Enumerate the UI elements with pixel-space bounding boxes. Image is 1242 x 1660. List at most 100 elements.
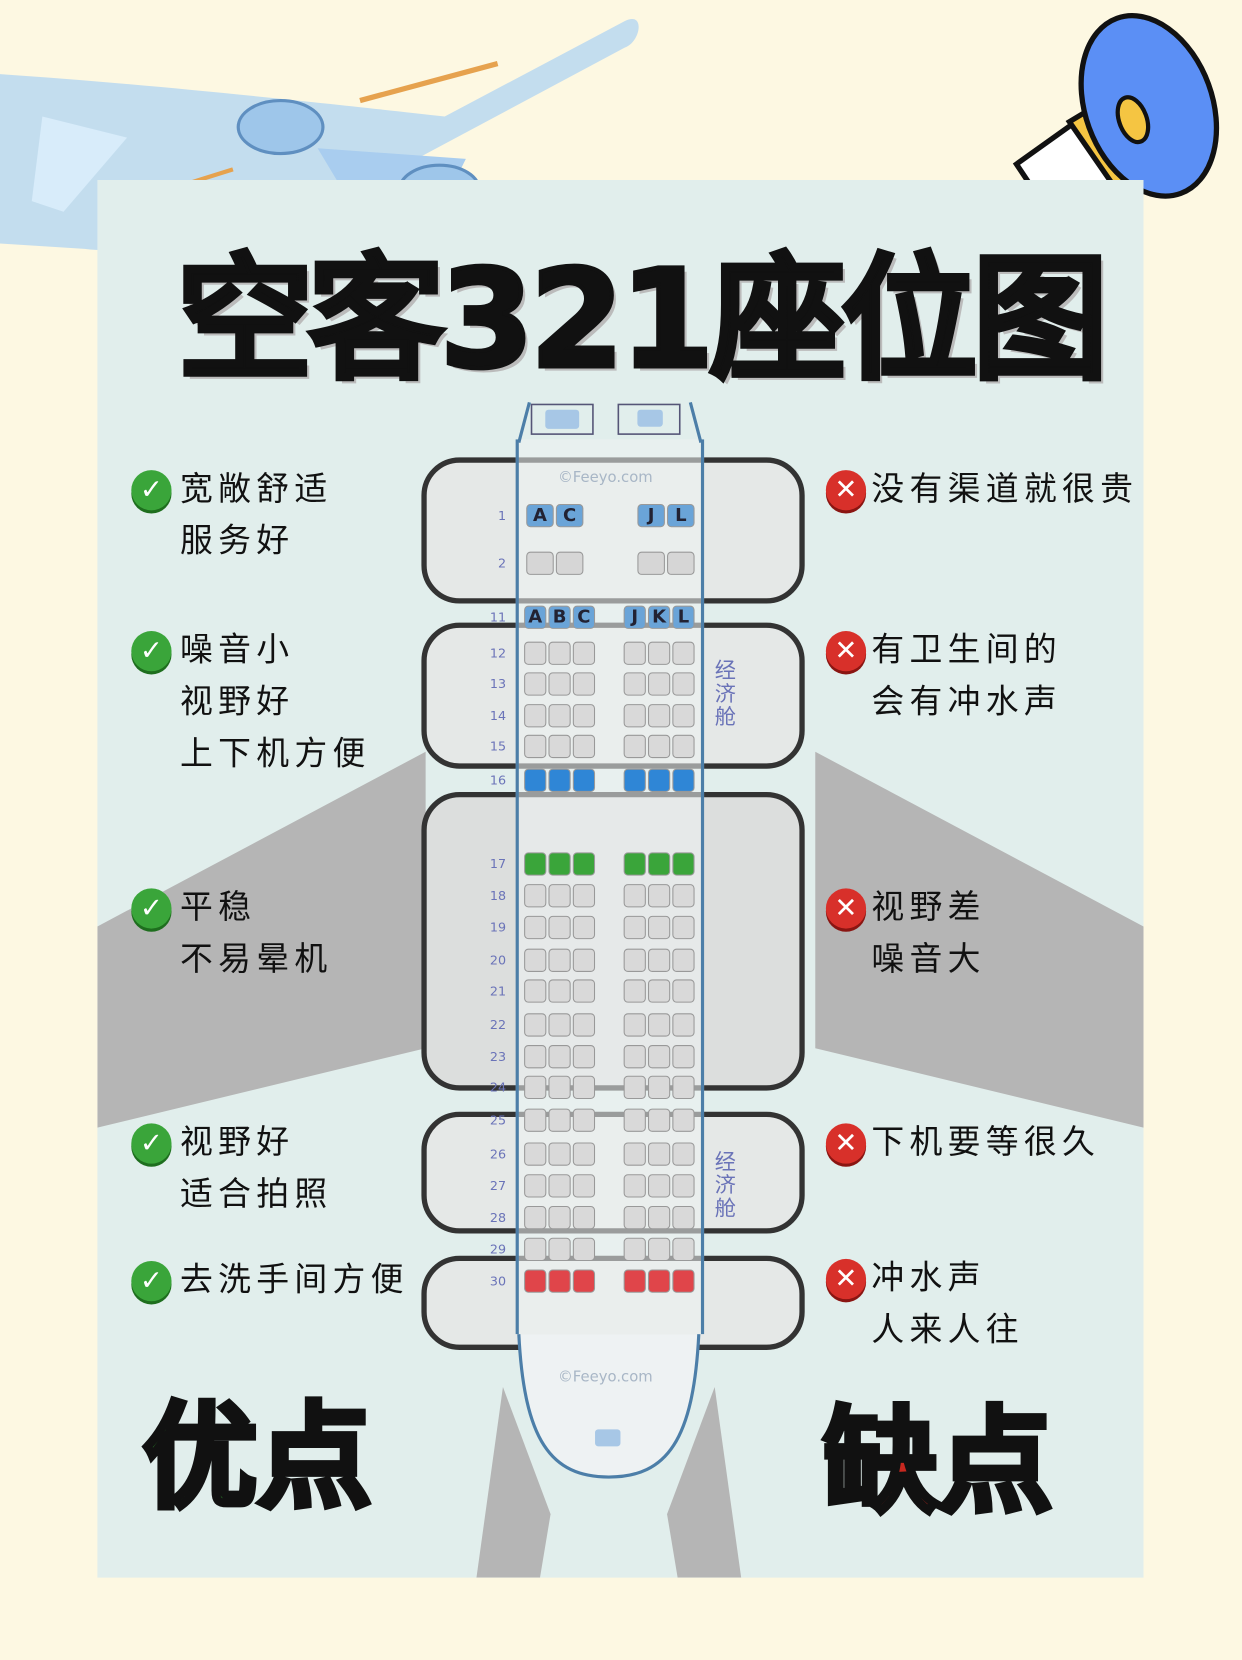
seat[interactable] — [672, 915, 695, 940]
seat[interactable] — [524, 1142, 547, 1166]
seat[interactable] — [623, 1142, 646, 1166]
seat[interactable] — [548, 1174, 571, 1198]
seat[interactable] — [572, 768, 596, 792]
seat[interactable] — [623, 1045, 646, 1069]
seat[interactable] — [647, 1142, 671, 1166]
seat[interactable] — [623, 1269, 646, 1293]
seat[interactable] — [548, 1205, 571, 1230]
seat[interactable] — [548, 1013, 571, 1037]
seat[interactable] — [672, 1142, 695, 1166]
seat[interactable] — [548, 768, 571, 792]
seat[interactable] — [623, 1013, 646, 1037]
seat[interactable] — [623, 1075, 646, 1100]
seat[interactable] — [524, 1237, 547, 1262]
seat[interactable] — [623, 704, 646, 728]
seat[interactable] — [647, 979, 671, 1003]
seat[interactable]: J — [623, 605, 646, 629]
seat[interactable] — [548, 1108, 571, 1132]
seat[interactable] — [623, 915, 646, 940]
seat[interactable] — [672, 1205, 695, 1230]
seat[interactable]: A — [526, 503, 554, 528]
seat[interactable]: B — [548, 605, 571, 629]
seat[interactable] — [672, 948, 695, 972]
seat[interactable] — [524, 1013, 547, 1037]
seat[interactable] — [524, 672, 547, 696]
seat[interactable] — [524, 734, 547, 759]
seat[interactable] — [647, 641, 671, 665]
seat[interactable] — [572, 1108, 596, 1132]
seat[interactable] — [647, 1174, 671, 1198]
seat[interactable] — [572, 979, 596, 1003]
seat[interactable] — [672, 979, 695, 1003]
seat[interactable] — [647, 1237, 671, 1262]
seat[interactable] — [672, 768, 695, 792]
seat[interactable] — [524, 1269, 547, 1293]
seat[interactable] — [623, 734, 646, 759]
seat[interactable] — [623, 1205, 646, 1230]
seat[interactable] — [647, 948, 671, 972]
seat[interactable] — [572, 1205, 596, 1230]
seat[interactable] — [524, 641, 547, 665]
seat[interactable] — [672, 1237, 695, 1262]
seat[interactable] — [572, 1269, 596, 1293]
seat[interactable] — [524, 948, 547, 972]
seat[interactable] — [667, 551, 695, 575]
seat[interactable] — [524, 979, 547, 1003]
seat[interactable] — [572, 641, 596, 665]
seat[interactable] — [572, 1013, 596, 1037]
seat[interactable] — [647, 884, 671, 908]
seat[interactable] — [623, 884, 646, 908]
seat[interactable] — [572, 1142, 596, 1166]
seat[interactable] — [526, 551, 554, 575]
seat[interactable] — [647, 672, 671, 696]
seat[interactable] — [572, 884, 596, 908]
seat[interactable] — [572, 948, 596, 972]
seat[interactable] — [672, 734, 695, 759]
seat[interactable]: C — [572, 605, 596, 629]
seat[interactable] — [548, 672, 571, 696]
seat[interactable] — [672, 884, 695, 908]
seat[interactable] — [548, 948, 571, 972]
seat[interactable] — [524, 1108, 547, 1132]
seat[interactable] — [548, 852, 571, 876]
seat[interactable] — [647, 1269, 671, 1293]
seat[interactable] — [548, 884, 571, 908]
seat[interactable]: K — [647, 605, 671, 629]
seat[interactable] — [637, 551, 665, 575]
seat[interactable]: L — [672, 605, 695, 629]
seat[interactable] — [623, 1237, 646, 1262]
seat[interactable] — [623, 768, 646, 792]
seat[interactable] — [672, 641, 695, 665]
seat[interactable] — [548, 704, 571, 728]
seat[interactable] — [548, 915, 571, 940]
seat[interactable] — [548, 979, 571, 1003]
seat[interactable] — [647, 1205, 671, 1230]
seat[interactable] — [572, 704, 596, 728]
seat[interactable] — [572, 852, 596, 876]
seat[interactable] — [672, 1174, 695, 1198]
seat[interactable] — [672, 1108, 695, 1132]
seat[interactable] — [572, 734, 596, 759]
seat[interactable] — [572, 1045, 596, 1069]
seat[interactable] — [524, 704, 547, 728]
seat[interactable] — [572, 1174, 596, 1198]
seat[interactable] — [672, 1075, 695, 1100]
seat[interactable] — [672, 704, 695, 728]
seat[interactable] — [524, 1174, 547, 1198]
seat[interactable] — [548, 1142, 571, 1166]
seat[interactable] — [647, 704, 671, 728]
seat[interactable] — [672, 672, 695, 696]
seat[interactable] — [623, 1108, 646, 1132]
seat[interactable] — [623, 641, 646, 665]
seat[interactable] — [548, 641, 571, 665]
seat[interactable] — [623, 852, 646, 876]
seat[interactable] — [647, 852, 671, 876]
seat[interactable] — [672, 1013, 695, 1037]
seat[interactable] — [672, 1045, 695, 1069]
seat[interactable] — [623, 979, 646, 1003]
seat[interactable] — [647, 1108, 671, 1132]
seat[interactable] — [672, 1269, 695, 1293]
seat[interactable] — [647, 768, 671, 792]
seat[interactable] — [524, 768, 547, 792]
seat[interactable]: A — [524, 605, 547, 629]
